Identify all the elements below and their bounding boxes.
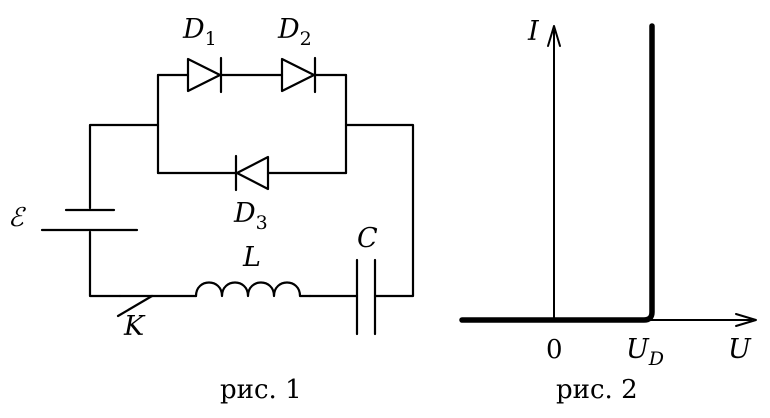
wire-right-top: [344, 123, 415, 298]
label-emf: ℰ: [8, 203, 26, 233]
x-axis-arrow: [735, 313, 757, 327]
label-d2: D2: [277, 14, 312, 50]
label-capacitor: C: [357, 223, 378, 254]
inductor-coil: [194, 281, 359, 298]
label-y-axis: I: [527, 16, 540, 47]
label-d1: D1: [182, 14, 217, 50]
label-d3-sub: 3: [256, 212, 268, 234]
label-x-axis: U: [728, 334, 752, 365]
caption-fig1: рис. 1: [220, 375, 302, 405]
capacitor: [355, 258, 377, 336]
label-d1-sub: 1: [205, 28, 217, 50]
label-threshold-sub: D: [648, 348, 664, 370]
diode-d3: [234, 154, 270, 192]
label-d3: D3: [233, 198, 268, 234]
y-axis-arrow: [547, 25, 561, 47]
wire-left-top: [88, 123, 160, 210]
battery-emf: [40, 208, 139, 232]
iv-characteristic-curve: [459, 23, 655, 323]
diode-d1: [186, 56, 223, 94]
switch-key: [116, 294, 198, 318]
label-key: K: [123, 311, 146, 342]
label-d2-sub: 2: [300, 28, 312, 50]
wire-left-bottom: [88, 230, 122, 298]
label-origin: 0: [546, 335, 563, 365]
iv-graph: I U 0 UD рис. 2: [459, 16, 757, 405]
circuit-diagram: D1 D2 D3 ℰ L C K рис. 1: [8, 14, 415, 405]
label-threshold: UD: [626, 334, 664, 370]
caption-fig2: рис. 2: [556, 375, 638, 405]
label-inductor: L: [242, 242, 261, 273]
diode-d2: [280, 56, 317, 94]
